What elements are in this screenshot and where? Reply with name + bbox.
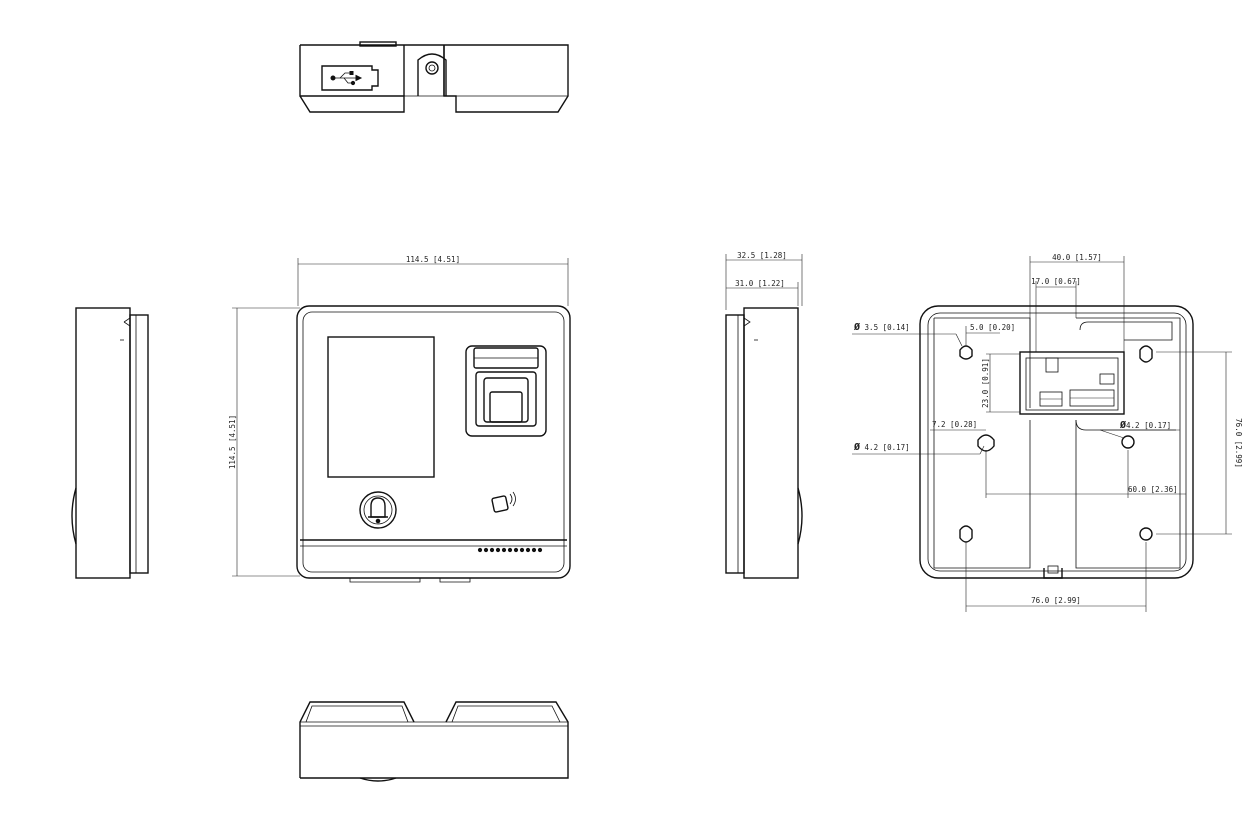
back-right-height-label: 76.0 [2.99] — [1234, 418, 1243, 468]
hole-left-label: Ø 4.2 [0.17] — [853, 441, 910, 453]
diameter-symbol-right: Ø — [1119, 419, 1126, 431]
display-screen — [327, 336, 435, 478]
usb-port — [321, 65, 379, 91]
hole-right-label: Ø4.2 [0.17] — [1119, 419, 1171, 431]
back-top-inner-label: 17.0 [0.67] — [1031, 277, 1081, 286]
right-side-view: 32.5 [1.28] 31.0 [1.22] — [725, 251, 803, 579]
hole-small-value: 3.5 [0.14] — [865, 323, 910, 332]
usb-icon — [330, 71, 363, 86]
front-width-label: 114.5 [4.51] — [406, 255, 460, 264]
doorbell-button — [359, 491, 397, 529]
diameter-symbol: Ø — [853, 321, 860, 333]
bell-icon — [368, 497, 388, 524]
side-depth-inner-label: 31.0 [1.22] — [735, 279, 785, 288]
back-box-height-label: 23.0 [0.91] — [981, 358, 990, 408]
hole-right-value: 4.2 [0.17] — [1126, 421, 1171, 430]
back-top-width-label: 40.0 [1.57] — [1052, 253, 1102, 262]
fingerprint-sensor — [465, 345, 547, 437]
hole-left-offset-label: 7.2 [0.28] — [932, 420, 977, 429]
hole-left-value: 4.2 [0.17] — [865, 443, 910, 452]
bottom-view — [299, 701, 569, 782]
top-view — [299, 41, 569, 113]
side-depth-outer-label: 32.5 [1.28] — [737, 251, 787, 260]
back-bottom-width-label: 76.0 [2.99] — [1031, 596, 1081, 605]
hole-small-offset-label: 5.0 [0.20] — [970, 323, 1015, 332]
left-side-view — [71, 307, 149, 579]
back-mid-width-label: 60.0 [2.36] — [1128, 485, 1178, 494]
card-icon — [491, 491, 516, 513]
hole-small-label: Ø 3.5 [0.14] — [853, 321, 910, 333]
back-view: 40.0 [1.57] 17.0 [0.67] Ø 3.5 [0.14] 5.0 — [852, 253, 1243, 612]
led-indicators — [477, 547, 543, 553]
front-view: 114.5 [4.51] 114.5 [4.51] — [228, 255, 571, 583]
diameter-symbol-left: Ø — [853, 441, 860, 453]
front-height-label: 114.5 [4.51] — [228, 415, 237, 469]
